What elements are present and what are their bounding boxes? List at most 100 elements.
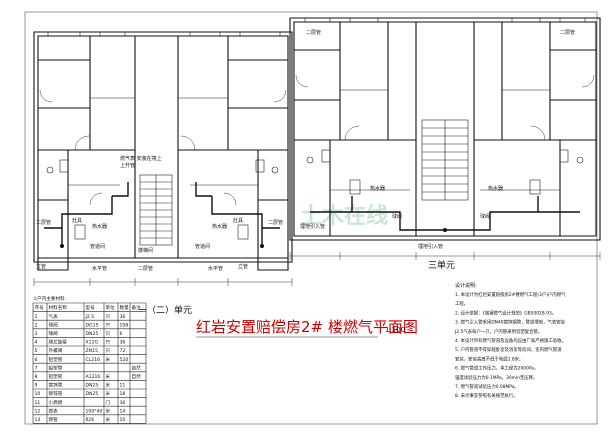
table-cell: 外螺阀 [49,347,63,354]
table-cell: 只 [106,331,111,337]
table-cell: 门 [106,399,111,406]
unit-3-plan [289,17,601,260]
note-line: 2. 设计依据：《城镇燃气设计规范》GB50028-93。 [455,309,556,316]
note-line: 7. 燃气管道试验压力0.08MPa。 [455,383,519,390]
table-cell: 6 [120,331,123,337]
table-cell: 72 [120,348,126,354]
label-floor-tag-2: 二层管 [36,219,51,226]
table-cell: 1 [35,314,38,320]
note-line: 5. 户内管道不得穿越卧室及浴室等房间，室内燃气管道 [455,346,562,353]
table-cell: 10 [35,391,41,397]
table-cell: 只 [106,322,111,328]
table-cell: 气表 [49,313,59,320]
table-header-cell: 材料名称 [49,304,68,311]
table-cell: ZN15 [86,348,99,354]
table-cell: 米 [106,390,111,397]
table-cell: 8 [35,374,38,380]
table-cell: 6 [35,357,38,363]
label-valve-2: 球阀 [480,213,490,220]
table-cell: 燃管 [49,416,59,423]
note-line: 1. 本设计为红岩安置赔偿房2#楼燃气工程(3户)户内燃气 [455,291,566,298]
table-cell: 100*40 [86,408,103,414]
drawing-scale: 1:100 [385,326,405,334]
table-cell: 只 [106,348,111,354]
table-header-cell: 序号 [35,304,45,311]
table-cell: 11 [120,383,126,389]
label-floor-tag-5: 二层管 [560,29,575,36]
note-line: J2.5气表每户一只，户内管采用铝塑复合管。 [454,328,542,335]
label-gas-meter-box: 燃气表 安装在墙上 [120,155,162,162]
table-cell: 镀锌管 [49,382,63,389]
table-cell: 铝塑管 [49,356,63,363]
table-cell: 铝塑管 [49,364,63,371]
table-cell: 5 [35,348,38,354]
label-upper-tap: 上升管 [120,162,135,169]
label-riser-1: 立管 [36,263,46,270]
table-cell: J2.5 [85,314,95,320]
table-cell: A1216 [86,374,101,380]
unit-label-left: 一（二）单元 [138,304,192,316]
label-floor-tag-4: 二层管 [306,29,321,36]
table-cell: 36 [120,340,126,346]
label-down-pipe-1: 埋地引入管 [418,243,443,250]
table-cell: X12G [86,340,99,346]
table-cell: 球芯旋塞 [49,339,68,346]
table-cell: 13 [35,417,41,423]
drawing-title: 红岩安置赔偿房2# 楼燃气平面图 [196,318,418,336]
label-stove-1: 灶具 [72,217,82,224]
table-cell: 只 [106,340,111,346]
legend-caption: ①户内主要材料: [33,295,67,302]
table-cell: 10 [120,417,126,423]
table-cell: 小燃燃 [49,399,63,406]
table-cell: 18 [120,391,126,397]
label-stove-2: 灶具 [233,217,243,224]
table-cell: 14 [120,408,126,414]
note-line: 工程。 [455,300,468,307]
table-cell: 2 [35,322,38,328]
label-pipe-room-2: 管道间 [195,243,210,250]
note-line: 6. 燃气管道工作压力，本工程为2000Pa， [455,365,538,372]
watermark: 土木在线 [300,203,388,229]
label-heater-4: 热水器 [488,185,503,192]
table-header-cell: 单位 [106,304,116,311]
table-cell: 米 [106,416,111,423]
note-line: 3. 燃气引入管采用DN40镀锌钢管，管道埋地，气表安装 [455,319,566,326]
note-line: 4. 本设计所有燃气管道及设备均应由厂家严格施工验收。 [455,337,566,344]
table-cell: DN25 [86,331,99,337]
unit-label-right: 三单元 [428,259,455,271]
table-cell: 11 [35,400,41,406]
label-stair-left: 楼梯间 [138,247,153,254]
label-pipe-room-1: 管道间 [90,243,105,250]
sheet-border [24,11,598,425]
label-level-pipe-1: 水平管 [92,265,107,272]
note-line: 强度试验压力为0.1MPa，30min无压降。 [455,374,537,381]
table-cell: CL216 [86,357,101,363]
table-cell: 米 [106,407,111,414]
unit-1-2-plan [33,31,293,286]
table-cell: DN25 [86,383,99,389]
table-cell: 3 [35,331,38,337]
table-header-cell: 型号 [86,304,96,311]
label-valve-1: 球阀 [392,213,402,220]
table-cell: 米 [106,356,111,363]
label-floor-tag-3: 二层管 [268,219,283,226]
label-floor-tag-1: 二层管 [138,265,153,272]
label-heater-3: 热水器 [370,185,385,192]
label-heater-2: 热水器 [212,223,227,230]
table-header-cell: 数量 [120,304,130,311]
table-cell: 9 [35,383,38,389]
table-cell: 4 [35,340,38,346]
table-cell: 36 [120,400,126,406]
table-cell: 12 [35,408,41,414]
table-cell: 108 [120,322,129,328]
table-cell: 7 [35,365,38,371]
table-cell: 米 [106,373,111,380]
table-header-cell: 备注 [132,304,142,311]
label-heater-1: 热水器 [92,223,107,230]
table-cell: DN25 [86,391,99,397]
table-cell: DG15 [86,322,99,328]
note-line: 安装，安装高度不低于地面1.8米。 [455,355,523,362]
table-cell: δ26 [86,417,95,423]
